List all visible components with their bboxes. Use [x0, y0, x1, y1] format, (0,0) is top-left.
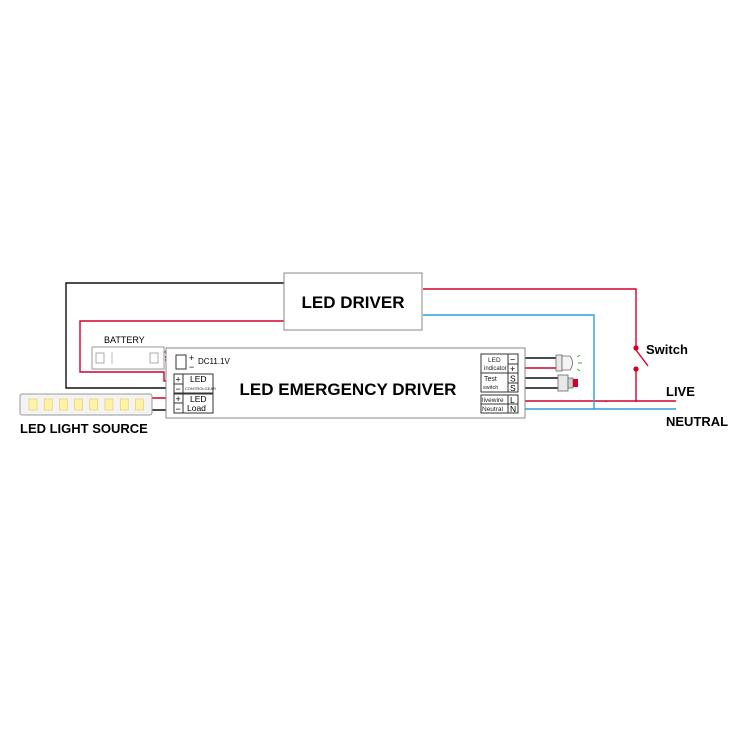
- n-mark: N: [510, 404, 516, 414]
- neutral-terminal-label: Neutral: [482, 406, 504, 413]
- switch-contact-top: [633, 345, 639, 351]
- battery-body: [91, 346, 165, 370]
- controlgear-label-cell: [182, 373, 214, 394]
- switch-lever: [635, 349, 649, 367]
- led-chip: [135, 398, 144, 411]
- live-label: LIVE: [666, 384, 695, 399]
- battery-plus-mark: +: [189, 353, 194, 363]
- load-label-1: LED: [190, 394, 207, 404]
- indicator-minus-mark: −: [510, 355, 515, 365]
- led-chip: [59, 398, 68, 411]
- controlgear-plus-mark: +: [176, 375, 181, 385]
- switch-contact-bottom: [633, 366, 639, 372]
- battery-label: BATTERY: [104, 335, 145, 345]
- led-driver-label: LED DRIVER: [302, 293, 405, 312]
- led-chips: [28, 398, 144, 411]
- battery-minus-mark: −: [189, 362, 194, 372]
- battery-cap-left: [95, 352, 105, 364]
- emergency-driver-box: [165, 347, 526, 419]
- load-plus-mark: +: [176, 394, 181, 404]
- switch-label: Switch: [646, 342, 688, 357]
- dc-wire-driver-to-controlgear: [65, 282, 284, 389]
- livewire-label: livewire: [482, 397, 504, 404]
- neutral-wire-driver: [423, 314, 595, 409]
- test-label-2: switch: [483, 385, 498, 391]
- emergency-driver-label: LED EMERGENCY DRIVER: [240, 380, 457, 399]
- load-label-cell: [182, 393, 214, 414]
- l-mark: L: [510, 395, 515, 405]
- controlgear-sub-label: CONTROLGEAR: [185, 386, 216, 391]
- battery-cap-right: [149, 352, 159, 364]
- test-terminal-s2: [507, 382, 519, 393]
- led-chip: [104, 398, 114, 411]
- led-light-source-label: LED LIGHT SOURCE: [20, 421, 148, 436]
- controlgear-minus-mark: −: [176, 384, 181, 394]
- led-driver-box: [283, 272, 423, 331]
- load-minus-mark: −: [176, 404, 181, 414]
- led-chip: [43, 398, 53, 411]
- indicator-plus-mark: +: [510, 364, 515, 374]
- battery-connector: [175, 354, 187, 370]
- test-switch-icon: [557, 374, 578, 392]
- neutral-label: NEUTRAL: [666, 414, 728, 429]
- load-label-2: Load: [187, 403, 206, 413]
- led-chip: [119, 398, 129, 411]
- test-s2-mark: S: [510, 383, 516, 393]
- live-wire-driver: [423, 288, 637, 348]
- led-indicator-icon: [555, 354, 582, 372]
- neutral-terminal-n: [507, 403, 519, 414]
- led-chip: [89, 398, 99, 411]
- indicator-label-1: LED: [488, 357, 501, 364]
- led-chip: [28, 398, 38, 411]
- controlgear-label: LED: [190, 374, 207, 384]
- test-s1-mark: S: [510, 374, 516, 384]
- led-light-source: [19, 393, 153, 416]
- led-chip: [74, 398, 83, 411]
- dc-voltage-label: DC11.1V: [198, 357, 231, 366]
- indicator-label-2: indicator: [484, 366, 507, 372]
- test-label-1: Test: [484, 376, 497, 383]
